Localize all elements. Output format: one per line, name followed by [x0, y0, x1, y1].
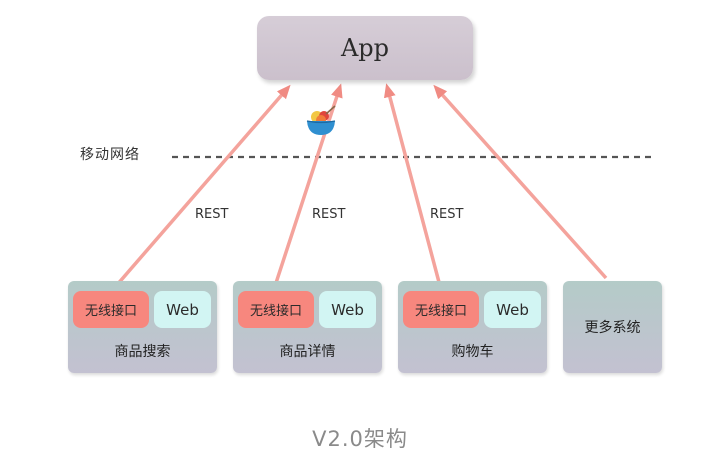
- service-shopping-cart: 无线接口 Web 购物车: [398, 281, 547, 373]
- arrow-search-to-app: [114, 84, 291, 288]
- service-name: 商品搜索: [114, 344, 171, 360]
- wireless-interface-chip: 无线接口: [73, 291, 149, 328]
- service-name: 商品详情: [279, 344, 336, 360]
- food-bowl-icon: [306, 105, 336, 135]
- rest-label: REST: [312, 207, 346, 222]
- network-label: 移动网络: [80, 147, 140, 163]
- service-product-search: 无线接口 Web 商品搜索: [68, 281, 217, 373]
- service-more-systems: 更多系统: [563, 281, 662, 373]
- wireless-interface-chip: 无线接口: [238, 291, 314, 328]
- wireless-interface-chip: 无线接口: [403, 291, 479, 328]
- service-product-detail: 无线接口 Web 商品详情: [233, 281, 382, 373]
- rest-label: REST: [195, 207, 229, 222]
- service-name: 购物车: [451, 344, 494, 360]
- app-node: App: [257, 16, 473, 80]
- arrow-more-to-app: [433, 84, 608, 280]
- web-chip: Web: [154, 291, 211, 328]
- web-chip: Web: [319, 291, 376, 328]
- rest-label: REST: [430, 207, 464, 222]
- diagram-caption: V2.0架构: [312, 427, 408, 451]
- app-label: App: [340, 34, 390, 62]
- service-name: 更多系统: [584, 320, 641, 336]
- arrow-cart-to-app: [383, 83, 442, 287]
- web-chip: Web: [484, 291, 541, 328]
